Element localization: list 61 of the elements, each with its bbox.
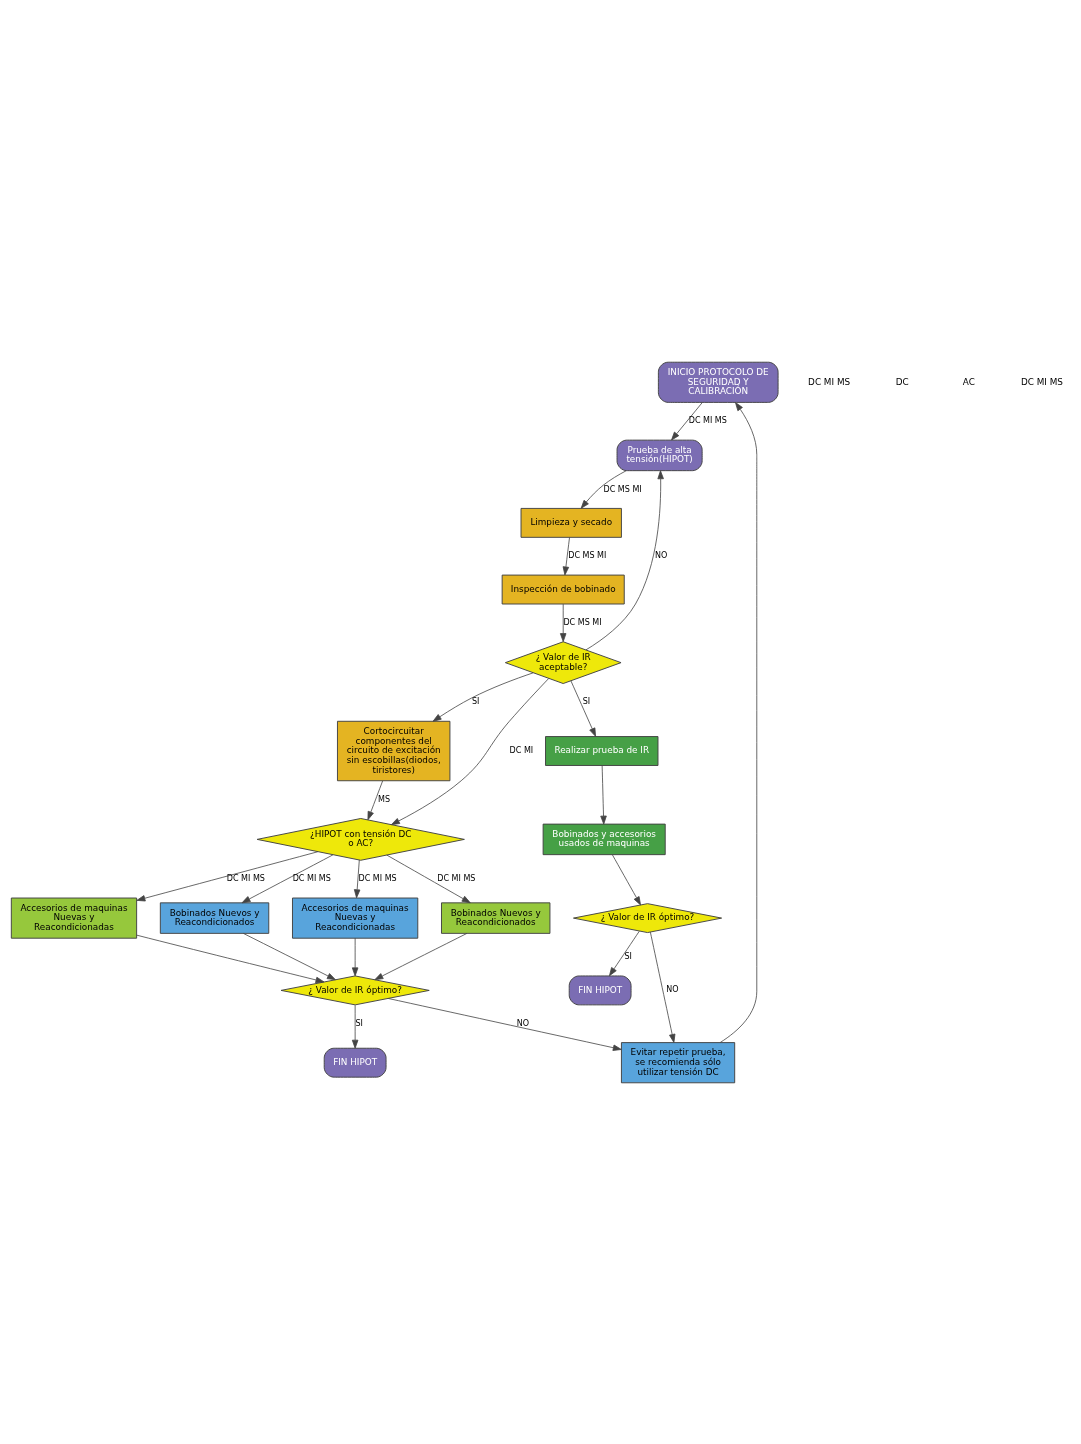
edge-label: NO [655, 550, 668, 560]
edge-label: NO [666, 984, 679, 994]
edge-label: DC MI MS [358, 873, 397, 883]
arrow [560, 603, 567, 642]
arrow [367, 780, 384, 820]
edge-label: DC MI MS [292, 873, 331, 883]
node-box: Inspección de bobinado [501, 574, 625, 604]
edge-label: DC MS MI [603, 484, 642, 494]
edge-label: DC MS MI [563, 617, 602, 627]
node-box: Cortocircuitar componentes del circuito de excitación sin escobillas(diodos, tiristores) [336, 720, 451, 781]
arrow [719, 401, 758, 1043]
label: AC [962, 376, 975, 387]
arrow [432, 671, 534, 722]
arrow [562, 536, 570, 575]
node-box: Evitar repetir prueba, se recomienda sólo utilizar tensión DC [620, 1041, 736, 1083]
label: DC [895, 376, 909, 387]
node-diamond: ¿ Valor de IR aceptable? [504, 640, 622, 684]
edge-label: DC MI MS [226, 873, 265, 883]
edge-label: DC MI MS [688, 415, 727, 425]
arrow [570, 679, 596, 737]
arrow [611, 853, 641, 905]
edge-label: SI [582, 696, 591, 706]
arrow [136, 850, 319, 901]
arrow [374, 932, 468, 980]
node-box: Realizar prueba de IR [545, 735, 659, 766]
arrow [671, 401, 703, 440]
node-box: Accesorios de maquinas Nuevas y Reacondicionadas [292, 897, 419, 939]
arrow [580, 469, 627, 509]
edge-label: DC MI [509, 745, 534, 755]
edge-label: DC MS MI [568, 550, 607, 560]
arrow [387, 997, 622, 1051]
node-diamond: ¿ Valor de IR óptimo? [573, 902, 723, 933]
edge-label: NO [516, 1018, 530, 1028]
arrow [600, 764, 607, 824]
arrow [609, 930, 640, 976]
node-box: Accesorios de maquinas Nuevas y Reacondicionadas [10, 897, 138, 939]
label: DC MI MS [1020, 376, 1063, 387]
arrow [386, 854, 471, 903]
node-box: FIN HIPOT [323, 1047, 387, 1078]
node-box: FIN HIPOT [568, 974, 632, 1005]
edge-label: SI [471, 696, 480, 706]
arrow [351, 937, 359, 976]
edge-label: DC MI MS [437, 873, 476, 883]
arrow [241, 853, 334, 903]
edge-label: SI [624, 951, 632, 961]
arrow [351, 1004, 359, 1049]
node-box: INICIO PROTOCOLO DE SEGURIDAD Y CALIBRACIÓN [657, 361, 779, 403]
arrow [136, 934, 325, 983]
edge-label: SI [355, 1018, 363, 1028]
node-box: Bobinados Nuevos y Reacondicionados [441, 901, 551, 934]
edge-label: MS [378, 794, 391, 804]
node-box: Limpieza y secado [520, 507, 622, 538]
arrow [585, 469, 664, 650]
arrow [649, 931, 676, 1043]
node-box: Bobinados y accesorios usados de maquinas [542, 823, 666, 855]
node-box: Bobinados Nuevos y Reacondicionados [159, 901, 270, 934]
arrow [391, 677, 550, 825]
node-box: Prueba de alta tensión(HIPOT) [616, 439, 703, 471]
label: DC MI MS [808, 376, 851, 387]
arrow [242, 932, 336, 980]
arrow [353, 859, 361, 898]
